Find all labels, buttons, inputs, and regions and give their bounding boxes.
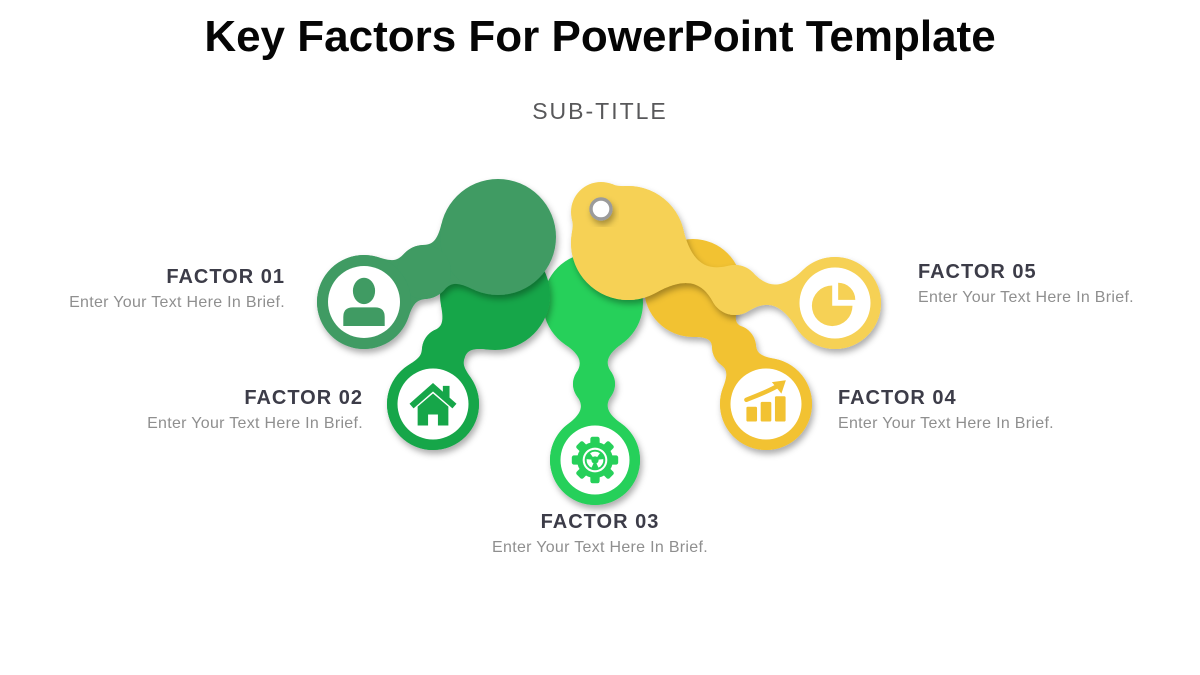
factor-03-label-block: FACTOR 03 Enter Your Text Here In Brief.: [460, 511, 740, 557]
factor-02-title: FACTOR 02: [244, 387, 363, 409]
factor-05-description: Enter Your Text Here In Brief.: [918, 289, 1134, 306]
factor-02-description: Enter Your Text Here In Brief.: [147, 415, 363, 432]
factor-03-description: Enter Your Text Here In Brief.: [492, 539, 708, 556]
factor-01-branch: [317, 179, 556, 350]
factor-05-title: FACTOR 05: [918, 261, 1037, 283]
factor-05-icon-bg: [799, 267, 871, 339]
factor-04-label-block: FACTOR 04 Enter Your Text Here In Brief.: [838, 387, 1054, 433]
factor-05-label-block: FACTOR 05 Enter Your Text Here In Brief.: [918, 261, 1134, 307]
slide-subtitle: SUB-TITLE: [532, 98, 668, 124]
factor-03-title: FACTOR 03: [540, 511, 660, 533]
factor-01-title: FACTOR 01: [166, 266, 285, 288]
factor-04-description: Enter Your Text Here In Brief.: [838, 415, 1054, 432]
factor-01-description: Enter Your Text Here In Brief.: [69, 294, 285, 311]
hub-pin-icon: [589, 197, 613, 221]
factor-02-label-block: FACTOR 02 Enter Your Text Here In Brief.: [147, 387, 363, 433]
gear-icon: [571, 436, 619, 484]
factor-01-label-block: FACTOR 01 Enter Your Text Here In Brief.: [69, 266, 285, 312]
slide-title: Key Factors For PowerPoint Template: [204, 12, 996, 61]
factor-04-title: FACTOR 04: [838, 387, 957, 409]
